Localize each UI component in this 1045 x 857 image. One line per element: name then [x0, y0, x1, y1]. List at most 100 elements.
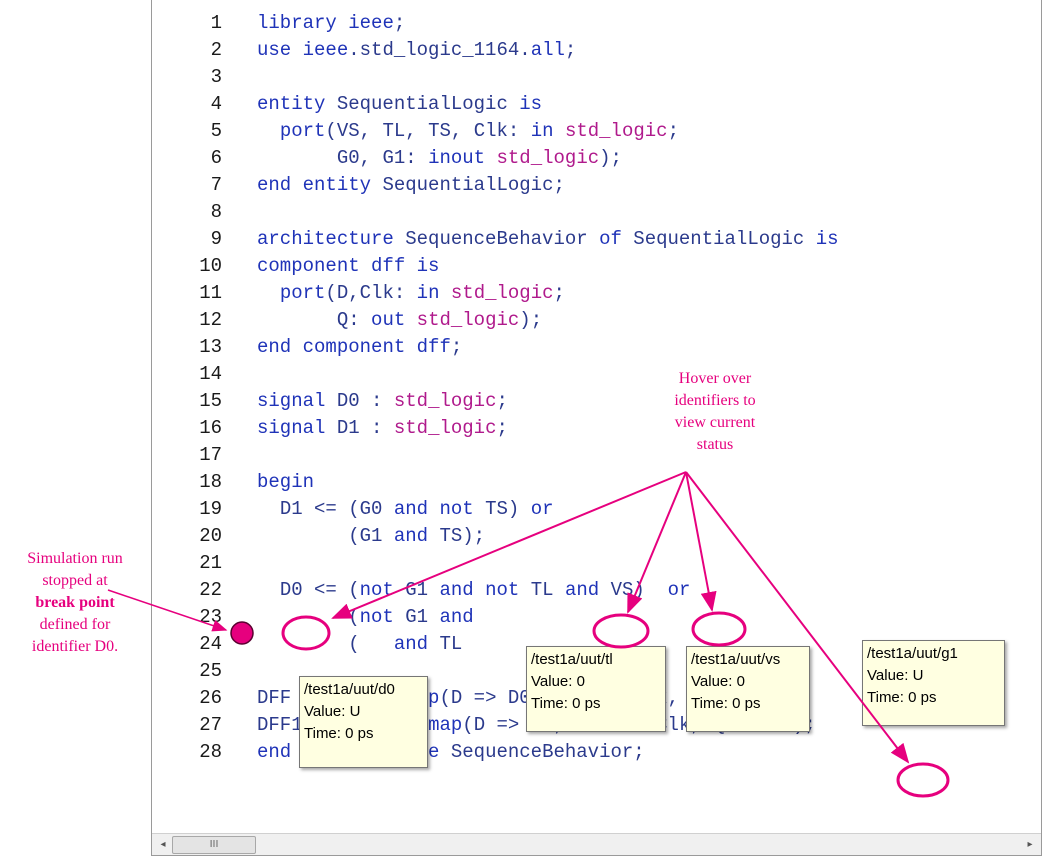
- tooltip-tl-path: /test1a/uut/tl: [531, 651, 613, 668]
- line-number[interactable]: 2: [210, 39, 222, 61]
- line-number[interactable]: 10: [199, 255, 222, 277]
- code-line: 7 end entity SequentialLogic;: [152, 172, 1037, 199]
- code-text[interactable]: signal D0 : std_logic;: [257, 390, 508, 412]
- code-line: 11 port(D,Clk: in std_logic;: [152, 280, 1037, 307]
- code-line: 3: [152, 64, 1037, 91]
- scroll-left-arrow-icon[interactable]: ◂: [160, 839, 166, 850]
- code-line: 5 port(VS, TL, TS, Clk: in std_logic;: [152, 118, 1037, 145]
- code-line: 2 use ieee.std_logic_1164.all;: [152, 37, 1037, 64]
- code-line: 16 signal D1 : std_logic;: [152, 415, 1037, 442]
- tooltip-tl-value: Value: 0: [531, 673, 585, 690]
- code-text[interactable]: end component dff;: [257, 336, 463, 358]
- tooltip-tl: /test1a/uut/tl Value: 0 Time: 0 ps: [526, 646, 666, 732]
- line-number[interactable]: 26: [199, 687, 222, 709]
- tooltip-d0-time: Time: 0 ps: [304, 725, 374, 742]
- tooltip-tl-time: Time: 0 ps: [531, 695, 601, 712]
- code-line: 6 G0, G1: inout std_logic);: [152, 145, 1037, 172]
- code-line: 19 D1 <= (G0 and not TS) or: [152, 496, 1037, 523]
- code-text[interactable]: library ieee;: [257, 12, 406, 34]
- code-line: 24 ( and TL: [152, 631, 1037, 658]
- code-line: 15 signal D0 : std_logic;: [152, 388, 1037, 415]
- line-number[interactable]: 11: [199, 282, 222, 304]
- line-number[interactable]: 27: [199, 714, 222, 736]
- line-number[interactable]: 18: [199, 471, 222, 493]
- code-text[interactable]: port(VS, TL, TS, Clk: in std_logic;: [279, 120, 679, 142]
- tooltip-vs-time: Time: 0 ps: [691, 695, 761, 712]
- code-text[interactable]: (not G1 and: [257, 606, 474, 628]
- line-number[interactable]: 22: [199, 579, 222, 601]
- breakpoint-annotation-line: Simulation run: [27, 550, 123, 567]
- line-number[interactable]: 21: [199, 552, 222, 574]
- line-number[interactable]: 15: [199, 390, 222, 412]
- line-number[interactable]: 14: [199, 363, 222, 385]
- tooltip-d0-value: Value: U: [304, 703, 361, 720]
- horizontal-scrollbar[interactable]: ◂ III ▸: [152, 833, 1041, 855]
- code-line: 9 architecture SequenceBehavior of Sequen…: [152, 226, 1037, 253]
- code-text[interactable]: D0 <= (not G1 and not TL and VS) or: [279, 579, 691, 601]
- line-number[interactable]: 8: [210, 201, 222, 223]
- code-text[interactable]: architecture SequenceBehavior of Sequent…: [257, 228, 839, 250]
- code-line: 12 Q: out std_logic);: [152, 307, 1037, 334]
- tooltip-g1-value: Value: U: [867, 667, 924, 684]
- line-number[interactable]: 4: [210, 93, 222, 115]
- code-text[interactable]: port(D,Clk: in std_logic;: [279, 282, 565, 304]
- code-line: 22 D0 <= (not G1 and not TL and VS) or: [152, 577, 1037, 604]
- scroll-right-arrow-icon[interactable]: ▸: [1027, 839, 1033, 850]
- hover-annotation-line: identifiers to: [674, 392, 756, 409]
- scrollbar-thumb[interactable]: III: [172, 836, 256, 854]
- code-line: 20 (G1 and TS);: [152, 523, 1037, 550]
- code-text[interactable]: D1 <= (G0 and not TS) or: [279, 498, 554, 520]
- code-text[interactable]: G0, G1: inout std_logic);: [336, 147, 622, 169]
- code-line: 1 library ieee;: [152, 10, 1037, 37]
- code-text[interactable]: signal D1 : std_logic;: [257, 417, 508, 439]
- code-text[interactable]: Q: out std_logic);: [336, 309, 543, 331]
- hover-annotation: Hover over identifiers to view current s…: [650, 368, 780, 456]
- code-line: 23 (not G1 and: [152, 604, 1037, 631]
- line-number[interactable]: 13: [199, 336, 222, 358]
- code-line: 17: [152, 442, 1037, 469]
- line-number[interactable]: 24: [199, 633, 222, 655]
- tooltip-d0-path: /test1a/uut/d0: [304, 681, 395, 698]
- line-number[interactable]: 28: [199, 741, 222, 763]
- line-number[interactable]: 25: [199, 660, 222, 682]
- code-text[interactable]: end entity SequentialLogic;: [257, 174, 565, 196]
- line-number[interactable]: 19: [199, 498, 222, 520]
- code-text[interactable]: (G1 and TS);: [257, 525, 486, 547]
- line-number[interactable]: 17: [199, 444, 222, 466]
- code-text[interactable]: begin: [257, 471, 315, 493]
- tooltip-g1-time: Time: 0 ps: [867, 689, 937, 706]
- code-line: 10 component dff is: [152, 253, 1037, 280]
- hover-annotation-line: status: [696, 436, 734, 453]
- code-line: 21: [152, 550, 1037, 577]
- breakpoint-annotation-line: identifier D0.: [31, 638, 119, 655]
- line-number[interactable]: 6: [210, 147, 222, 169]
- tooltip-vs-path: /test1a/uut/vs: [691, 651, 781, 668]
- hover-annotation-line: view current: [674, 414, 756, 431]
- line-number[interactable]: 3: [210, 66, 222, 88]
- breakpoint-annotation-bold: break point: [35, 594, 115, 611]
- code-text[interactable]: use ieee.std_logic_1164.all;: [257, 39, 577, 61]
- breakpoint-annotation-line: stopped at: [42, 572, 108, 589]
- tooltip-g1-path: /test1a/uut/g1: [867, 645, 958, 662]
- breakpoint-annotation-line: defined for: [39, 616, 111, 633]
- line-number[interactable]: 23: [199, 606, 222, 628]
- code-text[interactable]: component dff is: [257, 255, 440, 277]
- line-number[interactable]: 20: [199, 525, 222, 547]
- code-line: 25: [152, 658, 1037, 685]
- line-number[interactable]: 1: [210, 12, 222, 34]
- hover-annotation-line: Hover over: [678, 370, 752, 387]
- code-line: 4 entity SequentialLogic is: [152, 91, 1037, 118]
- code-text[interactable]: ( and TL: [257, 633, 463, 655]
- line-number[interactable]: 5: [210, 120, 222, 142]
- line-number[interactable]: 7: [210, 174, 222, 196]
- code-text[interactable]: entity SequentialLogic is: [257, 93, 543, 115]
- line-number[interactable]: 12: [199, 309, 222, 331]
- tooltip-vs-value: Value: 0: [691, 673, 745, 690]
- line-number[interactable]: 9: [210, 228, 222, 250]
- line-number[interactable]: 16: [199, 417, 222, 439]
- breakpoint-annotation: Simulation run stopped at break point de…: [0, 548, 150, 658]
- code-line: 18 begin: [152, 469, 1037, 496]
- tooltip-d0: /test1a/uut/d0 Value: U Time: 0 ps: [299, 676, 428, 768]
- tooltip-vs: /test1a/uut/vs Value: 0 Time: 0 ps: [686, 646, 810, 732]
